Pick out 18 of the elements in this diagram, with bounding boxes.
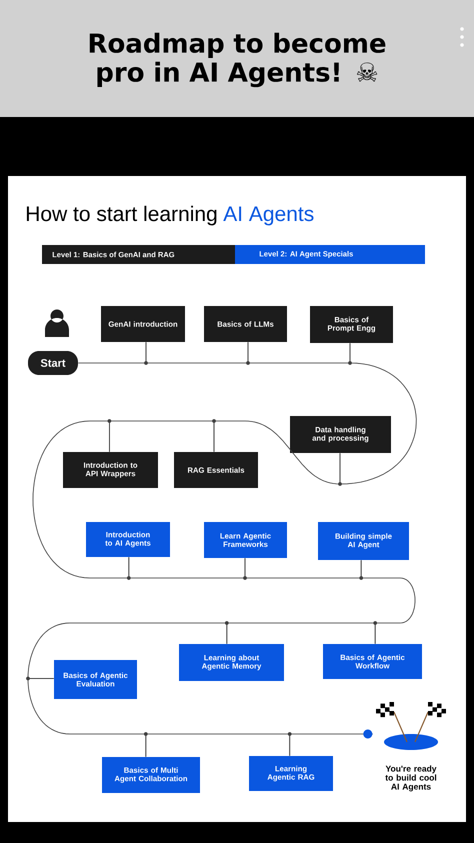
road-path <box>340 342 417 484</box>
road-path <box>32 420 130 578</box>
heading: How to start learning <box>26 206 216 226</box>
title: Roadmap to become pro in AI Agents! ☠ <box>90 32 386 88</box>
finish-flags-drawing <box>376 702 446 750</box>
road-path <box>226 622 376 644</box>
road-path <box>109 420 214 452</box>
road-path <box>28 622 228 679</box>
road-path <box>289 734 374 756</box>
road-path <box>128 556 246 578</box>
start-pill: Start <box>28 351 78 375</box>
road-path <box>214 420 340 484</box>
road-path <box>244 558 362 578</box>
road-path <box>248 342 350 364</box>
heading: AI Agents <box>223 206 314 226</box>
finish-caption: You're ready to build cool AI Agents <box>385 765 436 792</box>
road-path <box>145 734 290 758</box>
road-path <box>146 342 248 364</box>
